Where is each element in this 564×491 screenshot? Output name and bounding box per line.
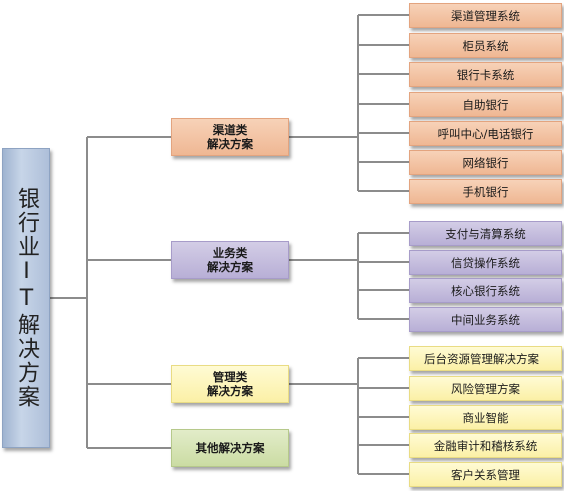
leaf-intermediary-business: 中间业务系统 xyxy=(409,307,562,332)
leaf-backoffice-resource: 后台资源管理解决方案 xyxy=(409,346,562,371)
leaf-bank-card-system: 银行卡系统 xyxy=(409,62,562,87)
leaf-mobile-bank: 手机银行 xyxy=(409,179,562,204)
category-management: 管理类 解决方案 xyxy=(171,365,289,403)
category-channel: 渠道类 解决方案 xyxy=(171,118,289,156)
category-other: 其他解决方案 xyxy=(171,429,289,467)
leaf-business-intelligence: 商业智能 xyxy=(409,405,562,430)
category-business: 业务类 解决方案 xyxy=(171,241,289,279)
leaf-risk-management: 风险管理方案 xyxy=(409,376,562,401)
leaf-credit-operations: 信贷操作系统 xyxy=(409,250,562,275)
category-management-line1: 管理类 xyxy=(212,370,248,384)
category-other-line1: 其他解决方案 xyxy=(195,441,265,455)
category-business-line1: 业务类 xyxy=(212,246,248,260)
leaf-call-center: 呼叫中心/电话银行 xyxy=(409,121,562,146)
root-node: 银行业IT解决方案 xyxy=(2,148,50,448)
leaf-online-bank: 网络银行 xyxy=(409,150,562,175)
category-channel-line1: 渠道类 xyxy=(212,123,248,137)
leaf-payment-clearing: 支付与清算系统 xyxy=(409,221,562,246)
category-business-line2: 解决方案 xyxy=(207,260,253,274)
category-management-line2: 解决方案 xyxy=(207,384,253,398)
leaf-crm: 客户关系管理 xyxy=(409,462,562,487)
leaf-self-service-bank: 自助银行 xyxy=(409,92,562,117)
leaf-channel-management: 渠道管理系统 xyxy=(409,3,562,28)
category-channel-line2: 解决方案 xyxy=(207,137,253,151)
leaf-audit-inspection: 金融审计和稽核系统 xyxy=(409,433,562,458)
leaf-core-banking: 核心银行系统 xyxy=(409,278,562,303)
leaf-teller-system: 柜员系统 xyxy=(409,33,562,58)
